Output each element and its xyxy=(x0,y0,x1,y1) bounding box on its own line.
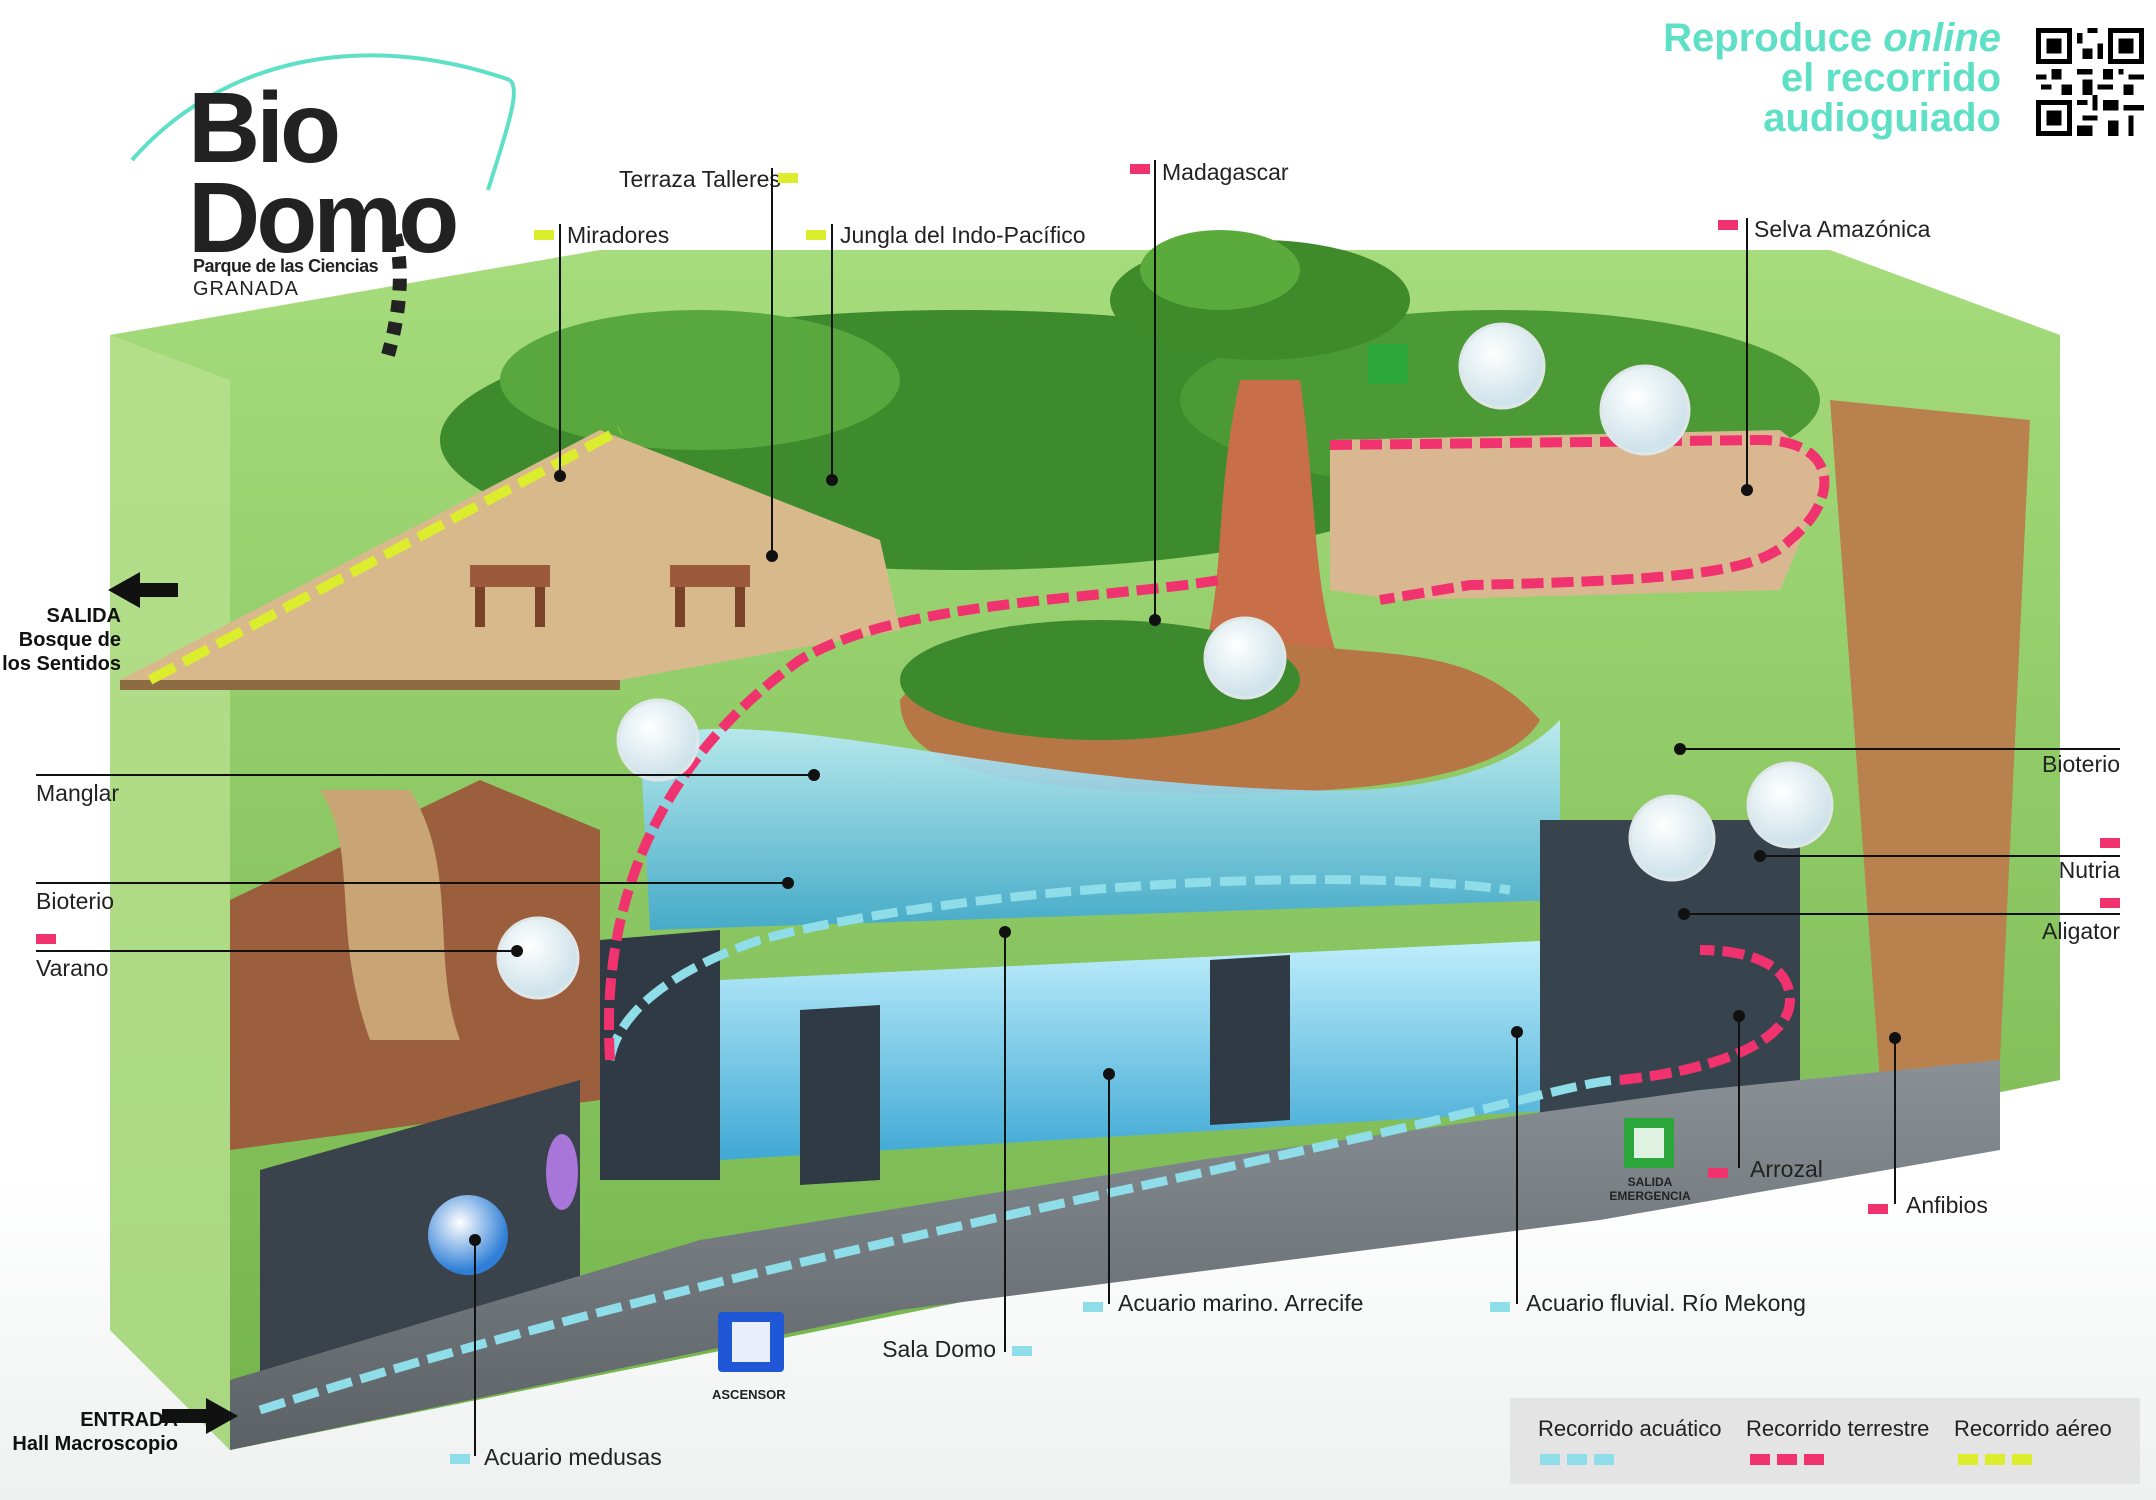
label-miradores: Miradores xyxy=(567,222,670,248)
emergency-line2: EMERGENCIA xyxy=(1609,1189,1691,1203)
swatch-aligator xyxy=(2100,898,2120,908)
promo-line3: audioguiado xyxy=(1763,96,2001,140)
swatch-acuario-fluvial xyxy=(1490,1302,1510,1312)
leader-acuario-marino xyxy=(1108,1076,1110,1304)
swatch-terraza xyxy=(778,173,798,183)
salida-label: SALIDA Bosque de los Sentidos xyxy=(2,604,121,676)
label-bioterio-left: Bioterio xyxy=(36,888,114,914)
salida-line3: los Sentidos xyxy=(2,653,121,675)
label-acuario-fluvial: Acuario fluvial. Río Mekong xyxy=(1526,1290,1806,1316)
swatch-acuario-marino xyxy=(1083,1302,1103,1312)
leader-miradores xyxy=(559,224,561,478)
promo-line1-prefix: Reproduce xyxy=(1663,16,1884,60)
leader-manglar xyxy=(36,774,814,776)
leader-nutria xyxy=(1760,855,2120,857)
legend-terrestre-swatch xyxy=(1750,1454,1824,1465)
dot-nutria xyxy=(1754,850,1766,862)
leader-madagascar xyxy=(1154,160,1156,622)
dot-arrozal xyxy=(1733,1010,1745,1022)
legend-aereo-label: Recorrido aéreo xyxy=(1954,1416,2112,1441)
dot-jungla xyxy=(826,474,838,486)
elevator-icon xyxy=(718,1312,784,1372)
promo-line2: el recorrido xyxy=(1780,56,2001,100)
dot-bioterio-right xyxy=(1674,743,1686,755)
leader-jungla xyxy=(831,224,833,482)
dot-manglar xyxy=(808,769,820,781)
label-aligator: Aligator xyxy=(2042,918,2120,944)
leader-anfibios xyxy=(1894,1040,1896,1204)
salida-line1: SALIDA xyxy=(46,605,121,627)
label-jungla: Jungla del Indo-Pacífico xyxy=(840,222,1086,248)
label-selva-amazonica: Selva Amazónica xyxy=(1754,216,1931,242)
dot-madagascar xyxy=(1149,614,1161,626)
leader-varano xyxy=(36,950,516,952)
label-anfibios: Anfibios xyxy=(1906,1192,1988,1218)
dot-acuario-medusas xyxy=(469,1234,481,1246)
promo-line1-italic: online xyxy=(1883,16,2001,60)
leader-arrozal xyxy=(1738,1018,1740,1168)
label-acuario-medusas: Acuario medusas xyxy=(484,1444,662,1470)
dot-acuario-fluvial xyxy=(1511,1026,1523,1038)
dot-miradores xyxy=(554,470,566,482)
leader-bioterio-right xyxy=(1680,748,2120,750)
route-legend: Recorrido acuático Recorrido terrestre R… xyxy=(1510,1398,2140,1484)
legend-acuatico-label: Recorrido acuático xyxy=(1538,1416,1722,1441)
leader-acuario-fluvial xyxy=(1516,1032,1518,1304)
dot-aligator xyxy=(1678,908,1690,920)
leader-acuario-medusas xyxy=(474,1242,476,1456)
leader-aligator xyxy=(1684,913,2120,915)
audioguide-promo[interactable]: Reproduce online el recorrido audioguiad… xyxy=(1663,18,2001,138)
legend-acuatico-swatch xyxy=(1540,1454,1614,1465)
emergency-line1: SALIDA xyxy=(1627,1175,1673,1189)
swatch-arrozal xyxy=(1708,1168,1728,1178)
label-bioterio-right: Bioterio xyxy=(2042,751,2120,777)
swatch-nutria xyxy=(2100,838,2120,848)
elevator-label: ASCENSOR xyxy=(712,1387,786,1402)
swatch-jungla xyxy=(806,230,826,240)
salida-line2: Bosque de xyxy=(18,629,121,651)
label-sala-domo: Sala Domo xyxy=(882,1336,996,1362)
entrada-line1: ENTRADA xyxy=(80,1409,178,1431)
swatch-selva xyxy=(1718,220,1738,230)
swatch-sala-domo xyxy=(1012,1346,1032,1356)
label-acuario-marino: Acuario marino. Arrecife xyxy=(1118,1290,1364,1316)
logo-bio: Bio xyxy=(188,72,341,184)
swatch-anfibios xyxy=(1868,1204,1888,1214)
leader-bioterio-left xyxy=(36,882,788,884)
qr-code-icon xyxy=(2036,28,2144,136)
logo-domo: Domo xyxy=(188,162,459,274)
logo-city: GRANADA xyxy=(193,278,299,300)
dot-anfibios xyxy=(1889,1032,1901,1044)
entrada-line2: Hall Macroscopio xyxy=(12,1433,178,1455)
emergency-exit-label: SALIDA EMERGENCIA xyxy=(1600,1175,1700,1203)
emergency-exit-icon xyxy=(1368,344,1408,384)
leader-selva xyxy=(1746,218,1748,490)
label-madagascar: Madagascar xyxy=(1162,159,1289,185)
swatch-varano xyxy=(36,934,56,944)
entrada-label: ENTRADA Hall Macroscopio xyxy=(12,1408,178,1456)
swatch-acuario-medusas xyxy=(450,1454,470,1464)
swatch-madagascar xyxy=(1130,164,1150,174)
label-nutria: Nutria xyxy=(2058,857,2120,883)
leader-terraza xyxy=(771,168,773,560)
legend-terrestre-label: Recorrido terrestre xyxy=(1746,1416,1930,1441)
label-arrozal: Arrozal xyxy=(1750,1156,1823,1182)
legend-aereo-swatch xyxy=(1958,1454,2032,1465)
dot-selva xyxy=(1741,484,1753,496)
label-terraza-talleres: Terraza Talleres xyxy=(619,166,781,192)
dot-sala-domo xyxy=(999,926,1011,938)
dot-bioterio-left xyxy=(782,877,794,889)
leader-sala-domo xyxy=(1004,934,1006,1352)
dot-terraza xyxy=(766,550,778,562)
label-varano: Varano xyxy=(36,955,109,981)
dot-acuario-marino xyxy=(1103,1068,1115,1080)
label-manglar: Manglar xyxy=(36,780,120,806)
swatch-miradores xyxy=(534,230,554,240)
logo-subtitle: Parque de las Ciencias xyxy=(193,256,379,276)
dot-varano xyxy=(511,945,523,957)
